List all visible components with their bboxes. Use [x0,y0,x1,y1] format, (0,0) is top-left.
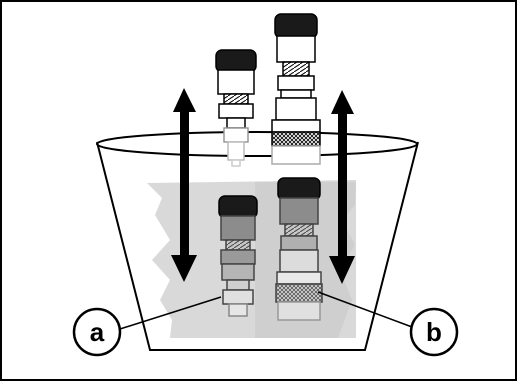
leader-line-b [317,291,413,328]
motion-arrow-left [171,88,197,282]
coupler-b-immersed [275,177,323,321]
container [96,131,419,351]
callout-a: a [72,307,122,357]
motion-arrow-right [329,90,355,284]
coupler-b-raised [271,13,321,165]
callout-a-label: a [90,317,105,347]
coupler-a-immersed [218,195,258,317]
leader-line-a [119,296,222,330]
coupler-a-raised [215,49,257,167]
callout-b: b [409,307,459,357]
callout-b-label: b [426,317,442,347]
